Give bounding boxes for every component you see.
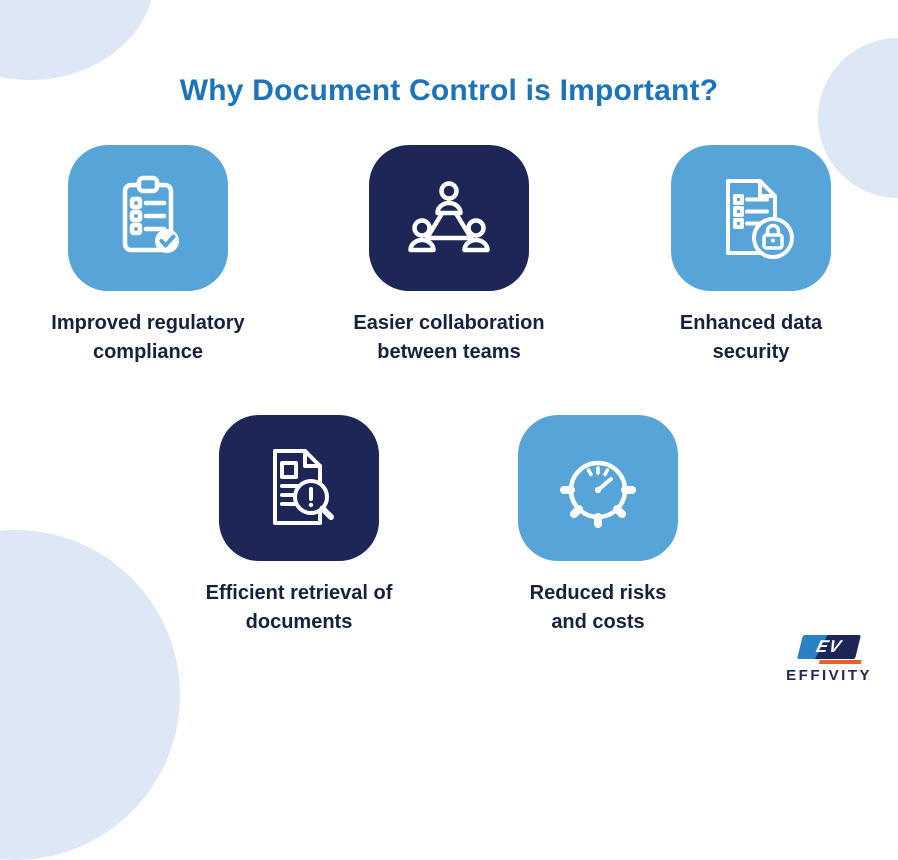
card-document-retrieval: Efficient retrieval of documents [159, 415, 439, 637]
icon-tile [518, 415, 678, 561]
logo-orange-stripe [818, 660, 862, 664]
card-data-security: Enhanced data security [611, 145, 891, 367]
clipboard-checklist-icon [122, 175, 179, 253]
card-label: Easier collaboration between teams [353, 312, 545, 363]
icon-tile [219, 415, 379, 561]
card-reduced-risks: Reduced risks and costs [458, 415, 738, 637]
gauge-gear-icon [560, 460, 636, 528]
document-search-icon [273, 449, 334, 525]
card-label: Enhanced data security [679, 312, 823, 363]
card-label: Reduced risks and costs [529, 582, 667, 633]
page-title: Why Document Control is Important? [179, 74, 719, 108]
decorative-blob-bottom-left [0, 530, 180, 860]
effivity-logo-mark: EV [797, 635, 862, 664]
team-collaboration-icon [408, 181, 490, 253]
card-label: Improved regulatory compliance [51, 312, 245, 363]
effivity-logo: EV EFFIVITY [786, 635, 872, 684]
icon-tile [671, 145, 831, 291]
card-regulatory-compliance: Improved regulatory compliance [8, 145, 288, 367]
decorative-blob-top-left [0, 0, 155, 80]
document-lock-icon [726, 179, 794, 259]
logo-mark-text: EV [814, 637, 844, 656]
logo-text: EFFIVITY [786, 667, 872, 684]
card-collaboration: Easier collaboration between teams [309, 145, 589, 367]
icon-tile [369, 145, 529, 291]
card-label: Efficient retrieval of documents [205, 582, 393, 633]
icon-tile [68, 145, 228, 291]
